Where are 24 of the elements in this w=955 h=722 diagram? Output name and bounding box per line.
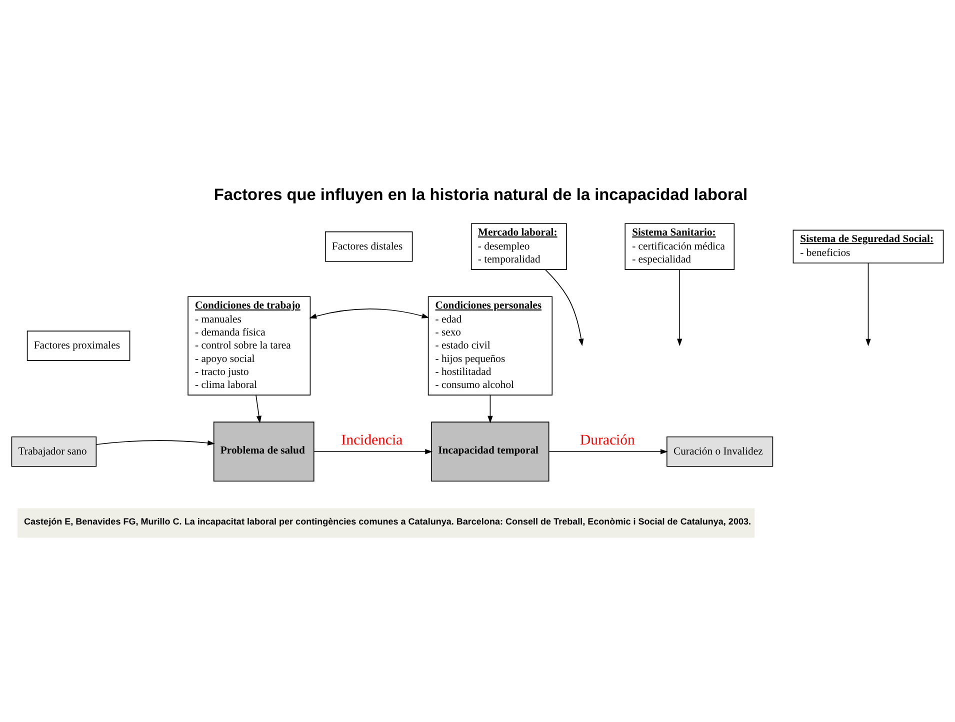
diagram-title: Factores que influyen en la historia natural de la incapacidad laboral bbox=[214, 186, 748, 204]
edge-label: Incidencia bbox=[341, 432, 403, 449]
node-box: Condiciones personales - edad - sexo - estado civil - hijos pequeños - hostilitadad - consumo alcohol bbox=[428, 296, 553, 396]
arrow bbox=[548, 449, 668, 454]
node-box: Factores distales bbox=[324, 231, 413, 262]
arrow bbox=[96, 440, 215, 446]
arrow bbox=[488, 394, 493, 424]
node-box: Curación o Invalidez bbox=[666, 436, 774, 467]
caption: Castejón E, Benavides FG, Murillo C. La incapacitat laboral per contingències comunes a Catalunya. Barcelona: Consell de Treball, Econòmic i Social de Catalunya, 2003. bbox=[24, 516, 751, 526]
node-box: Sistema de Seguredad Social: - beneficios bbox=[792, 230, 944, 264]
node-box: Condiciones de trabajo - manuales - demanda física - control sobre la tarea - apoyo social - tracto justo - clima laboral bbox=[188, 296, 311, 396]
node-box: Sistema Sanitario: - certificación médica - especialidad bbox=[624, 223, 735, 270]
arrow bbox=[677, 269, 682, 346]
node-box: Incapacidad temporal bbox=[431, 422, 550, 482]
arrow bbox=[544, 269, 584, 346]
arrow bbox=[309, 308, 430, 319]
node-box: Factores proximales bbox=[26, 330, 130, 361]
arrow bbox=[314, 449, 433, 454]
edge-label: Duración bbox=[580, 432, 635, 449]
node-box: Mercado laboral: - desempleo - temporalidad bbox=[470, 223, 567, 270]
node-box: Problema de salud bbox=[213, 422, 314, 482]
node-box: Trabajador sano bbox=[11, 436, 97, 467]
arrow bbox=[256, 394, 262, 424]
arrow bbox=[866, 262, 871, 346]
